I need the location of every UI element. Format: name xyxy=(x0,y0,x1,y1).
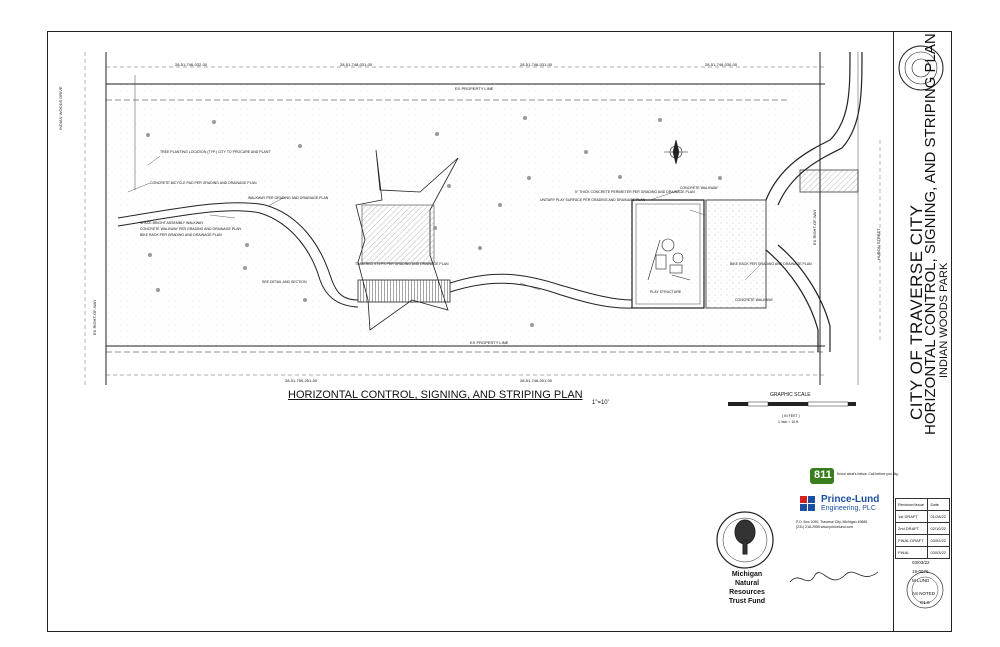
plan-note: WALKWAY PER GRADING AND DRAINAGE PLAN xyxy=(248,196,329,200)
drawing-border xyxy=(47,31,952,632)
call-811-text: Know what's below. Call before you dig. xyxy=(837,472,899,476)
walkway-curve-left xyxy=(117,202,359,301)
plan-note: BIKE RACK PER GRADING AND DRAINAGE PLAN xyxy=(730,262,812,266)
plan-note: 5" THICK CONCRETE PERIMETER PER GRADING … xyxy=(575,190,695,194)
parcel-label: 28-51-746-031-00 xyxy=(520,62,553,67)
engineer-seal xyxy=(906,571,944,609)
property-line-label: EX PROPERTY LINE xyxy=(455,86,494,91)
street-label: HURON STREET xyxy=(876,228,881,260)
graphic-scale-bar xyxy=(728,401,856,407)
plan-note: SPACE BRIGHT ASSEMBLY WALKWAY xyxy=(140,221,204,225)
call-811-number: 811 xyxy=(814,469,832,481)
property-line-label: EX PROPERTY LINE xyxy=(470,340,509,345)
plan-note: CONCRETE WALKWAY PER GRADING AND DRAINAG… xyxy=(140,227,241,231)
city-seal xyxy=(898,45,944,91)
row-label: EX RIGHT-OF-WAY xyxy=(812,209,817,245)
sheet-scale: AS NOTED xyxy=(912,591,936,596)
walkway-right-loop xyxy=(765,51,851,201)
parcel-label: 28-51-750-251-00 xyxy=(285,378,318,383)
plan-note: BIKE RACK PER GRADING AND DRAINAGE PLAN xyxy=(140,233,222,237)
plan-note: CONCRETE BICYCLE PAD PER GRADING AND DRA… xyxy=(150,181,257,185)
street-label: INDIAN WOODS DRIVE xyxy=(58,86,63,130)
mnrtf-logo xyxy=(716,511,774,569)
sheet-title: HORIZONTAL CONTROL, SIGNING, AND STRIPIN… xyxy=(922,33,939,435)
rev-header-name: Revision/Issue xyxy=(894,498,929,511)
hatched-area xyxy=(361,204,435,264)
scale-note: 1"=10' xyxy=(592,400,609,406)
plan-note: PLAY STRUCTURE xyxy=(650,290,682,294)
sheet-number: C1.0 xyxy=(920,600,930,605)
signature xyxy=(789,571,879,583)
bike-pad-right xyxy=(799,169,859,193)
plan-note: SEE DETAIL AND SECTION xyxy=(262,280,307,284)
play-structure xyxy=(647,238,691,281)
plan-note: TREE PLANTING LOCATION (TYP.) CITY TO PR… xyxy=(160,150,271,154)
playground-perimeter xyxy=(631,199,705,309)
parcel-label: 28-51-746-032-00 xyxy=(175,62,208,67)
row-label: EX RIGHT-OF-WAY xyxy=(92,299,97,335)
side-paved-area xyxy=(705,199,767,309)
trees xyxy=(146,116,722,327)
drawn-by: M LUND xyxy=(912,578,930,583)
plan-title: HORIZONTAL CONTROL, SIGNING, AND STRIPIN… xyxy=(288,389,583,401)
timber-stairs xyxy=(357,279,451,303)
site-area xyxy=(106,84,821,346)
parcel-label: 28-51-748-031-00 xyxy=(340,62,373,67)
title-block xyxy=(893,31,952,632)
engineer-subtitle: Engineering, PLC xyxy=(821,505,876,512)
plan-note: CONCRETE WALKWAY xyxy=(735,298,773,302)
engineer-phone: (231) 218-2955 www.princelund.com xyxy=(796,525,854,529)
project-number: 19-0076 xyxy=(912,569,929,574)
parcel-label: 28-51-746-001-00 xyxy=(520,378,553,383)
rev-header-date: Date xyxy=(927,498,950,511)
sheet-date: 03/03/22 xyxy=(912,560,930,565)
walkway-curve-right xyxy=(449,273,633,301)
parcel-label: 28-51-746-030-00 xyxy=(705,62,738,67)
plan-note: CONCRETE WALKWAY xyxy=(680,186,718,190)
clearing-outline xyxy=(355,149,459,331)
engineer-address: P.O. Box 1090, Traverse City, Michigan 4… xyxy=(796,520,868,524)
plan-note: UNITARY PLAY SURFACE PER GRADING AND DRA… xyxy=(540,198,646,202)
graphic-scale-inch: 1 inch = 10 ft. xyxy=(778,420,800,424)
call-811-badge xyxy=(810,468,834,484)
plan-note: TIMBERED STEPS PER GRADING AND DRAINAGE … xyxy=(355,262,449,266)
graphic-scale-note: ( IN FEET ) xyxy=(782,414,800,418)
north-arrow xyxy=(664,139,688,165)
park-name: INDIAN WOODS PARK xyxy=(938,262,950,378)
mnrtf-name: Michigan Natural Resources Trust Fund xyxy=(728,571,766,605)
prince-lund-logo xyxy=(800,496,815,511)
engineer-name: Prince-Lund xyxy=(821,494,880,505)
graphic-scale-title: GRAPHIC SCALE xyxy=(770,392,811,398)
